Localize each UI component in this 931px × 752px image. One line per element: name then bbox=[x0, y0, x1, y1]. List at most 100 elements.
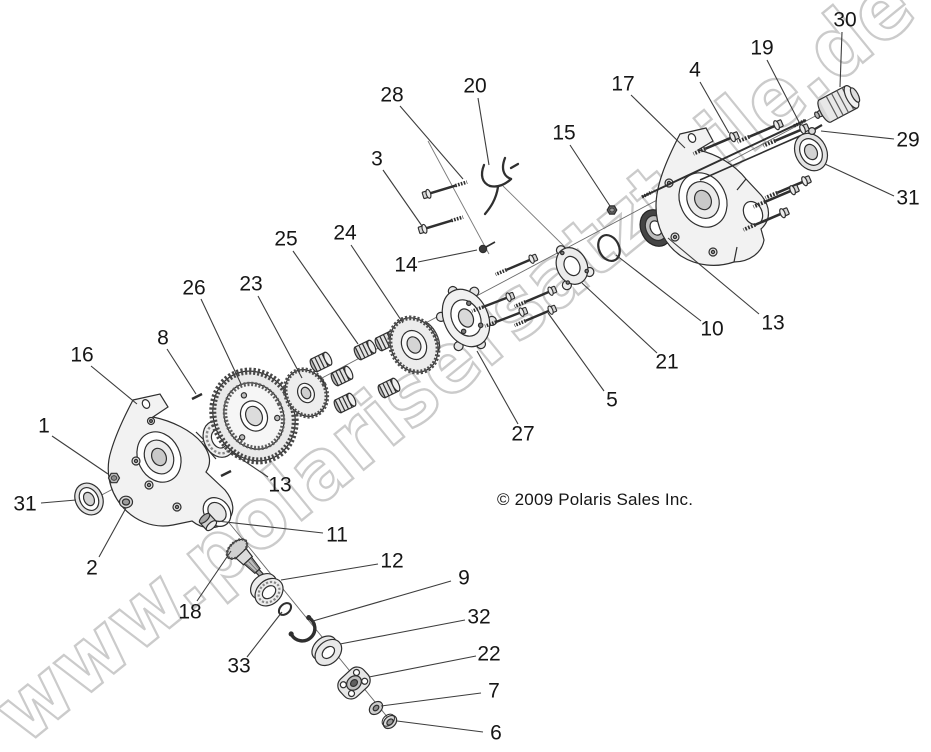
leader-line-20 bbox=[477, 97, 490, 166]
callout-16: 16 bbox=[70, 343, 94, 367]
leader-line-23 bbox=[257, 295, 303, 379]
callout-29: 29 bbox=[896, 128, 920, 152]
callout-25: 25 bbox=[274, 227, 298, 251]
callout-9: 9 bbox=[458, 566, 470, 590]
callout-13: 13 bbox=[268, 473, 292, 497]
callout-17: 17 bbox=[611, 72, 635, 96]
spacer-bushing bbox=[198, 512, 218, 532]
leader-line-31 bbox=[824, 163, 895, 197]
leader-line-24 bbox=[350, 244, 404, 324]
leader-line-21 bbox=[581, 282, 658, 354]
callout-2: 2 bbox=[86, 556, 98, 580]
leader-line-31 bbox=[40, 499, 77, 504]
callout-13: 13 bbox=[761, 311, 785, 335]
leader-line-11 bbox=[216, 520, 324, 534]
input-gear bbox=[387, 315, 441, 375]
flange-nut bbox=[107, 472, 121, 484]
callout-7: 7 bbox=[488, 679, 500, 703]
callout-10: 10 bbox=[700, 317, 724, 341]
yoke-nut bbox=[381, 713, 398, 730]
leader-line-5 bbox=[547, 312, 605, 392]
leader-line-30 bbox=[839, 31, 843, 88]
leader-line-19 bbox=[766, 59, 800, 123]
leader-lines bbox=[40, 31, 895, 733]
detent-pin bbox=[478, 241, 496, 254]
pinion-shaft bbox=[225, 538, 265, 579]
leader-line-16 bbox=[90, 365, 138, 405]
side-gear bbox=[282, 367, 330, 419]
callout-22: 22 bbox=[477, 642, 501, 666]
snap-ring bbox=[288, 615, 317, 643]
yoke-washer bbox=[368, 700, 384, 716]
callout-27: 27 bbox=[511, 422, 535, 446]
leader-line-28 bbox=[399, 105, 464, 180]
callout-6: 6 bbox=[490, 721, 502, 745]
output-seal-right bbox=[793, 132, 829, 172]
leader-line-7 bbox=[380, 692, 482, 707]
callout-1: 1 bbox=[38, 414, 50, 438]
leader-line-13 bbox=[667, 237, 760, 315]
callout-18: 18 bbox=[178, 600, 202, 624]
callout-15: 15 bbox=[552, 121, 576, 145]
copyright-text: © 2009 Polaris Sales Inc. bbox=[497, 490, 694, 509]
ring-gear bbox=[209, 367, 299, 465]
callout-14: 14 bbox=[394, 253, 418, 277]
leader-line-4 bbox=[699, 81, 730, 134]
callout-21: 21 bbox=[655, 350, 679, 374]
leader-line-33 bbox=[246, 611, 283, 658]
leader-line-14 bbox=[417, 249, 478, 263]
shift-fork bbox=[480, 156, 520, 216]
leader-line-9 bbox=[312, 580, 452, 622]
callout-19: 19 bbox=[750, 36, 774, 60]
o-ring bbox=[597, 233, 621, 263]
leader-line-15 bbox=[569, 144, 611, 207]
leader-line-3 bbox=[382, 169, 423, 227]
callout-8: 8 bbox=[157, 326, 169, 350]
leader-line-27 bbox=[476, 350, 519, 425]
output-seal-left bbox=[74, 482, 104, 516]
callout-4: 4 bbox=[689, 58, 701, 82]
callout-12: 12 bbox=[380, 549, 404, 573]
drain-plug bbox=[118, 495, 134, 509]
leader-line-26 bbox=[200, 298, 242, 385]
callout-26: 26 bbox=[182, 276, 206, 300]
leader-line-12 bbox=[280, 563, 379, 581]
callout-23: 23 bbox=[239, 272, 263, 296]
output-o-ring bbox=[277, 602, 293, 616]
leader-line-22 bbox=[368, 655, 477, 678]
callout-32: 32 bbox=[467, 605, 491, 629]
right-gearcase-half bbox=[655, 127, 770, 266]
leader-line-29 bbox=[820, 130, 895, 140]
jam-nut bbox=[606, 205, 618, 215]
callout-33: 33 bbox=[227, 654, 251, 678]
output-yoke bbox=[337, 666, 371, 700]
leader-line-1 bbox=[51, 435, 109, 475]
leader-line-10 bbox=[615, 254, 702, 322]
leader-line-6 bbox=[396, 720, 484, 733]
callout-20: 20 bbox=[463, 74, 487, 98]
callout-28: 28 bbox=[380, 83, 404, 107]
long-stud-set bbox=[641, 118, 807, 199]
output-bearing bbox=[250, 572, 284, 607]
leader-line-32 bbox=[339, 619, 466, 645]
callout-31: 31 bbox=[13, 492, 37, 516]
callout-5: 5 bbox=[606, 388, 618, 412]
callout-3: 3 bbox=[371, 147, 383, 171]
dowel-pin bbox=[191, 392, 232, 478]
left-gearcase-half bbox=[107, 393, 234, 529]
leader-line-17 bbox=[630, 94, 686, 149]
leader-line-8 bbox=[166, 348, 197, 395]
leader-line-25 bbox=[292, 250, 359, 345]
callout-11: 11 bbox=[326, 523, 348, 547]
leader-line-2 bbox=[98, 507, 127, 558]
parts-layer bbox=[74, 85, 861, 730]
callout-24: 24 bbox=[333, 221, 357, 245]
callout-31: 31 bbox=[896, 186, 920, 210]
drive-coupler bbox=[814, 85, 861, 123]
leader-line-13 bbox=[230, 451, 269, 478]
thrust-washer bbox=[311, 635, 343, 667]
callout-30: 30 bbox=[833, 8, 857, 32]
